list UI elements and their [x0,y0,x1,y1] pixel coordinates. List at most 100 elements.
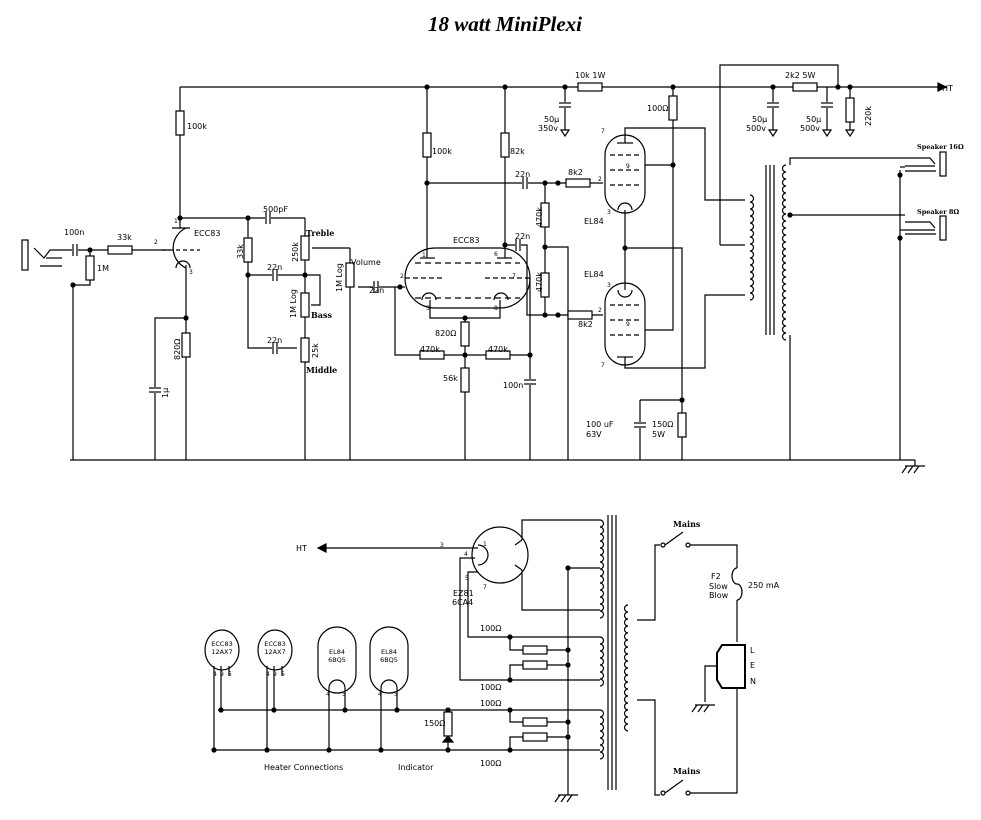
wire [690,544,738,568]
pentode-cathode [617,289,633,298]
junction-dot [397,284,403,290]
wire [509,664,568,680]
wire [545,246,569,460]
wire [624,294,745,369]
label-el84-top: EL84 [584,217,604,226]
resistor [419,350,445,360]
resistor [540,202,550,228]
resistor [845,97,855,123]
label-bass-cap: 22n [267,263,282,272]
pentode-cathode [617,202,633,211]
capacitor [272,269,278,281]
label-mid-cap: 22n [267,336,282,345]
junction-dot [507,634,513,640]
chassis-ground-icon [691,704,698,713]
label-pi-cathode: 820Ω [435,329,456,338]
wire [154,317,186,460]
heater-tube-envelope [257,629,293,671]
resistor [460,367,470,393]
junction-dot [555,180,561,186]
pin: 1 [174,218,178,225]
label-heater-tube-2b: 12AX7 [264,648,285,656]
ground-arrow-icon [821,129,833,138]
led-icon [441,735,455,743]
junction-dot [527,352,533,358]
label-iec-n: N [750,677,756,686]
wire [509,736,568,750]
label-iec-l: L [750,646,755,655]
wire [719,64,839,245]
input-jack-icon [21,239,29,271]
heater-tube-envelope [369,626,409,694]
junction-dot [542,180,548,186]
pin: 2 [598,176,602,183]
label-filter2-a: 50µ [752,115,767,124]
pin: 2 [598,307,602,314]
label-cathode-res-b: 5W [652,430,665,439]
label-heater-tube-3b: 6BQ5 [328,656,346,664]
resistor [345,262,355,288]
label-treble-pot: 250k [291,242,300,262]
label-heater-tube-1b: 12AX7 [211,648,232,656]
junction-dot [897,235,903,241]
label-heater-tube-3a: EL84 [329,648,345,656]
junction-dot [679,397,685,403]
junction-dot [245,272,251,278]
switch-contact [660,542,666,548]
capacitor [821,102,833,108]
junction-dot [177,215,183,221]
junction-dot [507,747,513,753]
junction-dot [787,212,793,218]
capacitor [524,379,536,385]
wire [394,287,530,356]
transformer-winding [599,709,605,760]
wire [521,519,600,540]
pin: 3 [607,209,611,216]
label-v1-plate-resistor: 100k [187,122,207,131]
label-bleeder: 220k [864,106,873,126]
junction-dot [218,707,224,713]
ground-arrow-icon [767,129,779,138]
pin: 7 [601,128,605,135]
junction-dot [87,247,93,253]
label-indicator: Indicator [398,763,434,772]
wire [305,274,321,306]
junction-dot [245,215,251,221]
junction-dot [264,747,270,753]
pin: 4 [326,691,330,698]
junction-dot [622,245,628,251]
pin: 5 [342,691,346,698]
junction-dot [342,707,348,713]
label-tail: 56k [443,374,458,383]
label-grid-leak: 1M [97,264,109,273]
pin: 9 [626,163,630,170]
junction-dot [670,162,676,168]
label-grid-stopper-b: 8k2 [578,320,593,329]
label-v1-tube: ECC83 [194,229,220,238]
label-hum-4: 100Ω [480,759,501,768]
speaker-jack-icon [939,151,947,177]
label-filter2-b: 500v [746,124,766,133]
label-pi-cap-a: 22n [515,170,530,179]
capacitor [72,244,78,256]
pin: 5 [228,671,232,678]
capacitor [522,177,528,189]
wire [467,571,600,638]
chassis-ground-icon [907,465,914,474]
label-bias-b: 470k [535,272,544,292]
pin: 3 [440,542,444,549]
pin: 9 [626,321,630,328]
ground-arrow-icon [559,129,571,138]
label-ht-in: HT [296,544,307,553]
triode-cathode [421,292,437,301]
label-heater-tube-4b: 6BQ5 [380,656,398,664]
chassis-ground-icon [566,794,573,803]
switch-contact [685,542,691,548]
resistor [577,82,603,92]
pin: 5 [394,691,398,698]
capacitor [767,102,779,108]
ground-arrow-icon [844,129,856,138]
label-hum-1: 100Ω [480,624,501,633]
wire [664,779,684,794]
